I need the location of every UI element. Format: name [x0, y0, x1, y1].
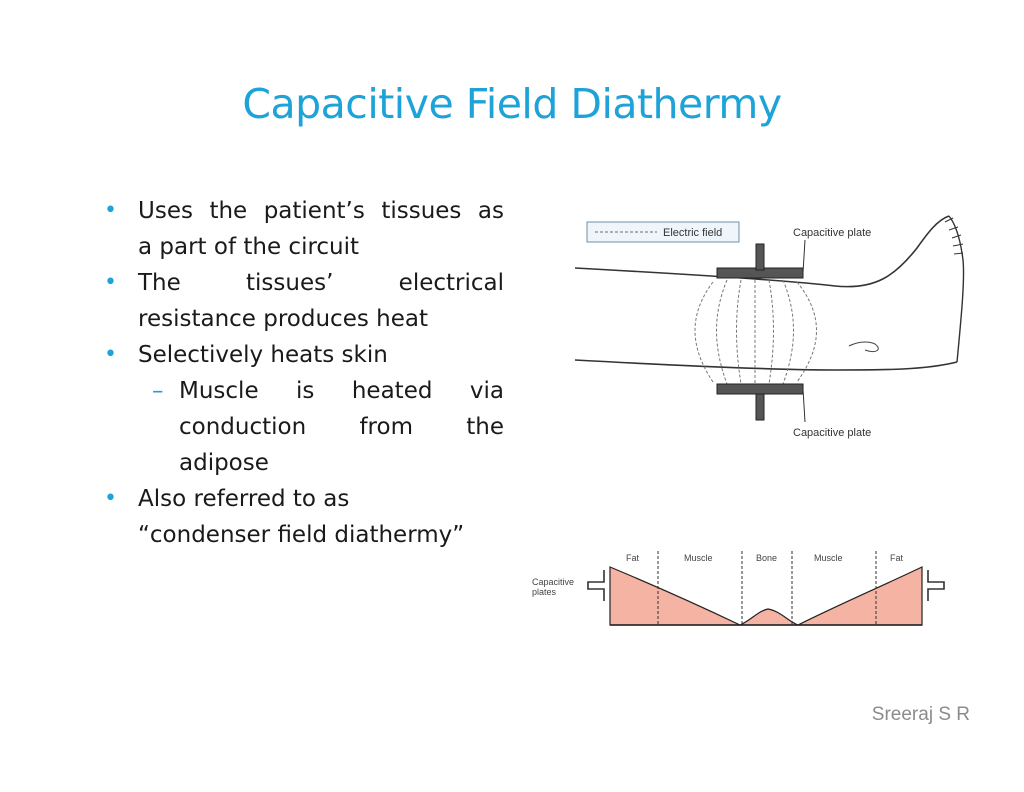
side-label: Capacitive — [532, 577, 574, 587]
side-label: plates — [532, 587, 557, 597]
right-plate-bracket — [927, 570, 945, 601]
sub-bullet-item: Muscle is heated via conduction from the… — [104, 373, 504, 481]
top-plate-stem — [755, 243, 765, 271]
bullet-item: Uses the patient’s tissues as a part of … — [104, 193, 504, 265]
legend-label: Electric field — [663, 227, 722, 239]
region-dividers — [657, 551, 877, 625]
bullet-line: a part of the circuit — [138, 234, 360, 260]
foot-outline — [948, 215, 965, 363]
legend-box — [586, 221, 740, 243]
bullet-item: The tissues’ electrical resistance produ… — [104, 265, 504, 337]
top-plate-leader — [802, 239, 806, 274]
region-label-fat-left: Fat — [626, 553, 640, 563]
bullet-line: conduction from the — [179, 414, 504, 440]
bullet-line: adipose — [179, 450, 269, 476]
region-label-bone: Bone — [756, 553, 777, 563]
bottom-capacitive-plate — [716, 383, 804, 395]
leg-outline-bottom — [574, 359, 958, 371]
bullet-line: resistance produces heat — [138, 306, 428, 332]
region-label-muscle-left: Muscle — [684, 553, 713, 563]
bullet-line: Uses the patient’s tissues as — [138, 198, 504, 224]
electric-field-lines — [694, 279, 817, 385]
top-plate-label: Capacitive plate — [793, 227, 871, 239]
bottom-plate-leader — [802, 388, 806, 423]
bullet-line: Muscle is heated via — [179, 378, 504, 404]
bullet-line: Also referred to as — [138, 486, 350, 512]
leg-outline-top — [574, 215, 950, 288]
bullet-item: Also referred to as “condenser field dia… — [104, 481, 504, 553]
bullet-line: The tissues’ electrical — [138, 270, 504, 296]
left-plate-bracket — [587, 570, 605, 601]
toe-lines — [944, 217, 964, 255]
ankle-mark — [848, 341, 879, 353]
slide-title: Capacitive Field Diathermy — [242, 80, 782, 128]
bullet-list: Uses the patient’s tissues as a part of … — [104, 193, 504, 553]
heat-curve — [609, 566, 923, 626]
region-label-fat-right: Fat — [890, 553, 904, 563]
region-label-muscle-right: Muscle — [814, 553, 843, 563]
bottom-plate-label: Capacitive plate — [793, 427, 871, 439]
heat-distribution-diagram: Capacitive plates Fat Muscle Bone Muscle… — [532, 551, 945, 626]
leg-diagram: Electric field Capacitive plate Capaciti… — [574, 215, 965, 439]
bullet-line: “condenser field diathermy” — [138, 522, 465, 548]
bottom-plate-stem — [755, 393, 765, 421]
bullet-line: Selectively heats skin — [138, 342, 388, 368]
bullet-item: Selectively heats skin — [104, 337, 504, 373]
author-credit: Sreeraj S R — [871, 704, 970, 725]
